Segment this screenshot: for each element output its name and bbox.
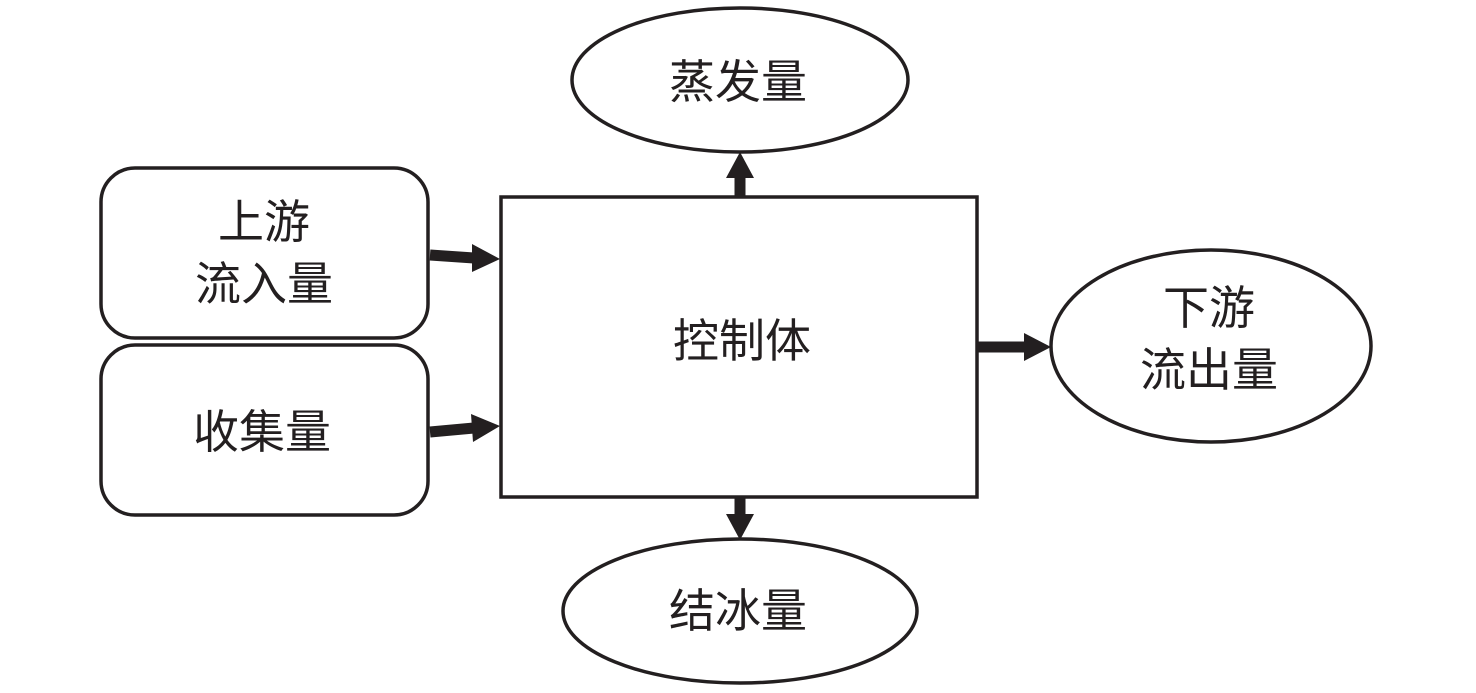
evaporation-node: 蒸发量: [570, 6, 910, 154]
arrow-head-upstream: [472, 244, 500, 272]
upstream-inflow-label-line2: 流入量: [195, 257, 333, 311]
upstream-inflow-label-line1: 上游: [218, 195, 310, 249]
arrow-collection-to-control: [429, 414, 500, 442]
upstream-inflow-box: [99, 166, 430, 340]
control-volume-label: 控制体: [673, 314, 811, 368]
freezing-label: 结冰量: [669, 584, 807, 638]
control-volume-node: 控制体: [499, 195, 979, 499]
arrow-head-evaporation: [726, 152, 754, 178]
arrow-head-collection: [471, 414, 500, 442]
arrow-head-freezing: [726, 514, 754, 540]
control-volume-box: [499, 195, 979, 499]
downstream-outflow-label-line2: 流出量: [1140, 343, 1278, 397]
collection-label: 收集量: [193, 405, 331, 459]
freezing-node: 结冰量: [561, 537, 919, 685]
arrow-control-to-evaporation: [726, 152, 754, 196]
evaporation-label: 蒸发量: [669, 55, 807, 109]
arrow-head-downstream: [1024, 333, 1051, 361]
upstream-inflow-node: 上游 流入量: [99, 166, 430, 340]
arrow-control-to-freezing: [726, 498, 754, 540]
arrow-control-to-downstream: [978, 333, 1051, 361]
collection-node: 收集量: [99, 343, 430, 517]
downstream-outflow-label-line1: 下游: [1163, 281, 1255, 335]
collection-box: [99, 343, 430, 517]
arrow-upstream-to-control: [429, 244, 500, 272]
downstream-outflow-ellipse: [1049, 248, 1373, 444]
downstream-outflow-node: 下游 流出量: [1049, 248, 1373, 444]
